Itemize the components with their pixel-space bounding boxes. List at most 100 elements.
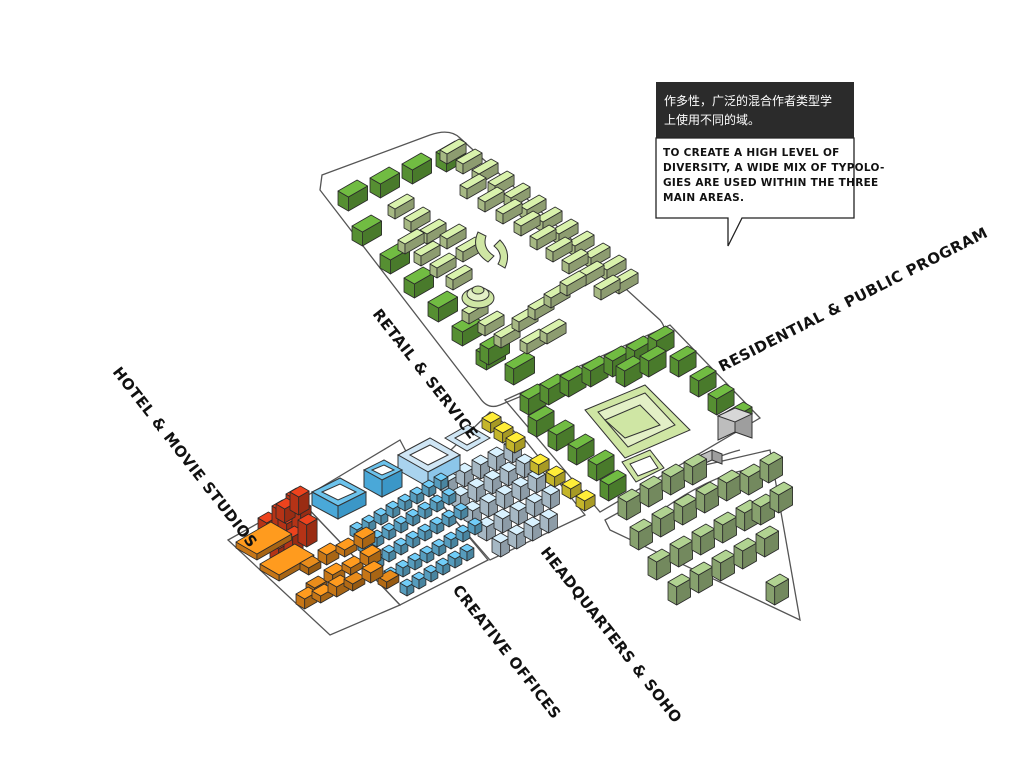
sage-tower [739,463,763,496]
retail-dark-block [337,179,369,212]
residential-dark-block [587,449,615,482]
creative-block [467,517,483,536]
retail-light-bar [397,228,425,255]
residential-dark-block [547,419,575,452]
creative-block [419,545,435,564]
sage-tower [769,481,793,514]
residential-dark-block [599,469,627,502]
residential-dark-block [689,365,717,398]
soho-block [561,477,582,500]
callout-en-line-3: GIES ARE USED WITHIN THE THREE [663,177,879,189]
soho-block [575,489,596,512]
callout-en-line-4: MAIN AREAS. [663,192,744,204]
creative-block [361,514,377,533]
circular-plaza [461,285,495,309]
soho-block [481,411,502,434]
retail-light-bar [403,206,431,233]
soho-yellow-blocks [481,411,596,512]
sage-tower [759,451,783,484]
callout-body [655,137,855,247]
hq-cube [507,524,526,550]
hotel-block [297,513,318,548]
hq-cube [491,532,510,558]
hq-cube [509,500,528,526]
retail-light-bar [561,248,589,275]
sage-tower [765,573,789,606]
label-hotel-movie-studios: HOTEL & MOVIE STUDIOS [109,363,261,551]
hq-cube [541,484,560,510]
residential-sage-green-towers [617,451,793,606]
retail-light-bar [387,193,415,220]
callout-box: 作多性，广泛的混合作者类型学 上使用不同的域。 TO CREATE A HIGH… [655,82,885,247]
retail-dark-green-blocks [337,140,535,386]
soho-block [545,465,566,488]
creative-block [429,516,445,535]
creative-block [385,500,401,519]
residential-dark-block [527,405,555,438]
creative-block [421,479,437,498]
residential-dark-block [669,345,697,378]
sage-tower [733,537,757,570]
hq-cube [523,516,542,542]
creative-block [453,502,469,521]
soho-block [493,421,514,444]
sage-tower [711,549,735,582]
studio-block [341,555,364,576]
creative-block [433,472,449,491]
callout-cn-line-1: 作多性，广泛的混合作者类型学 [664,93,832,108]
sage-tower [717,469,741,502]
creative-block [405,530,421,549]
hq-cube [495,484,514,510]
retail-light-bar [459,173,487,200]
label-residential-public: RESIDENTIAL & PUBLIC PROGRAM [716,224,991,376]
residential-dark-block [567,433,595,466]
retail-dark-block [427,290,459,323]
headquarters-courtyard-buildings [396,424,491,488]
soho-block [529,453,550,476]
retail-light-bar [419,218,447,245]
retail-light-bar [455,148,483,175]
sage-tower [667,573,691,606]
retail-dark-block [401,152,433,185]
sage-tower [751,493,775,526]
sage-tower [673,493,697,526]
retail-light-bar [439,138,467,165]
sage-tower [661,463,685,496]
sage-tower [755,525,779,558]
retail-light-bar [545,236,573,263]
retail-light-bar [529,224,557,251]
retail-light-bar [495,198,523,225]
sage-tower [695,481,719,514]
sage-tower [689,561,713,594]
retail-light-green-blocks [387,138,639,355]
hq-cube [493,508,512,534]
retail-dark-block [504,351,535,386]
creative-block [429,494,445,513]
studio-block [377,569,400,590]
studio-block [361,560,384,584]
sage-tower [691,523,715,556]
sage-tower [647,548,671,581]
creative-block [417,523,433,542]
retail-dark-block [369,166,401,199]
callout-en-line-2: DIVERSITY, A WIDE MIX OF TYPOLO- [663,162,885,174]
sage-tower [617,488,641,521]
creative-courtyard-buildings [310,459,404,520]
studio-orange-blocks [235,521,400,610]
label-creative-offices: CREATIVE OFFICES [449,581,565,722]
creative-block [399,578,415,597]
studio-block [299,555,322,576]
creative-block [393,537,409,556]
studio-block [343,571,366,592]
retail-light-bar [477,186,505,213]
retail-light-bar [439,223,467,250]
studio-block [353,526,376,550]
central-park [584,384,691,483]
hq-cube [471,454,490,480]
sage-tower [629,518,653,551]
creative-block [459,543,475,562]
hq-cube [525,492,544,518]
retail-light-bar [513,210,541,237]
sage-tower [639,475,663,508]
